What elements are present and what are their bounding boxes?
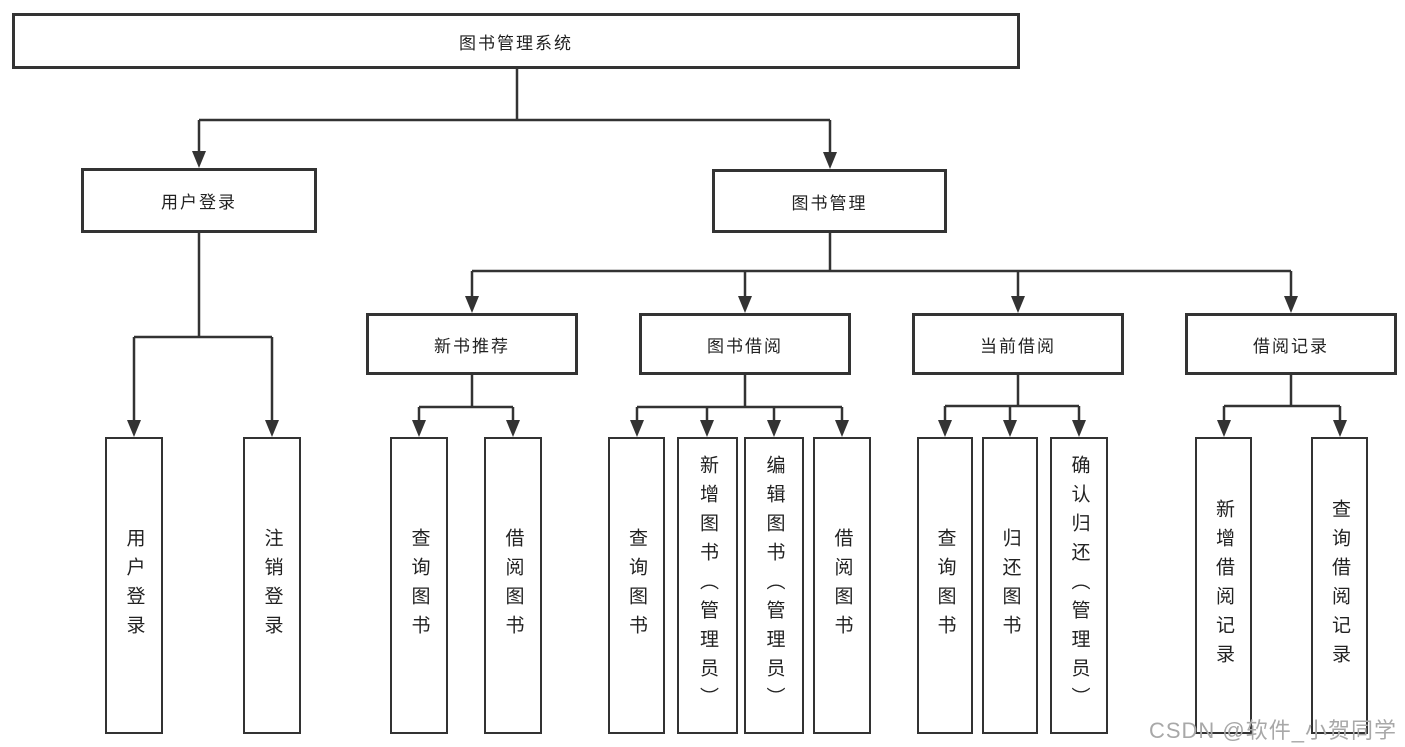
csdn-watermark: CSDN @软件_小贺同学 — [1148, 718, 1397, 743]
node-current-borrowing: 当前借阅 — [912, 313, 1124, 375]
leaf-borrow-books-module-label: 借阅图书 — [831, 527, 853, 644]
leaf-edit-book-admin: 编辑图书（管理员） — [744, 437, 804, 734]
leaf-return-book: 归还图书 — [982, 437, 1038, 734]
connector-book-management-branch — [470, 233, 1293, 297]
node-current-borrowing-label: 当前借阅 — [980, 336, 1056, 356]
leaf-borrow-books-module: 借阅图书 — [813, 437, 871, 734]
node-user-login-label: 用户登录 — [161, 193, 237, 212]
leaf-add-book-admin-label: 新增图书（管理员） — [697, 455, 718, 716]
node-library-system: 图书管理系统 — [12, 13, 1020, 69]
connector-root-to-level2 — [197, 69, 832, 153]
leaf-add-book-admin: 新增图书（管理员） — [677, 437, 738, 734]
leaf-query-books-current-label: 查询图书 — [934, 527, 956, 644]
leaf-logout-label: 注销登录 — [261, 527, 283, 644]
leaf-confirm-return-admin-label: 确认归还（管理员） — [1068, 455, 1090, 716]
leaf-query-books-borrow: 查询图书 — [608, 437, 665, 734]
leaf-return-book-label: 归还图书 — [999, 527, 1021, 644]
leaf-add-borrow-record: 新增借阅记录 — [1195, 437, 1252, 734]
leaf-borrow-books-recommend: 借阅图书 — [484, 437, 542, 734]
connector-current-borrow-branch — [943, 375, 1081, 421]
node-borrowing-records-label: 借阅记录 — [1253, 336, 1329, 356]
leaf-edit-book-admin-label: 编辑图书（管理员） — [763, 455, 785, 716]
node-new-book-recommend-label: 新书推荐 — [434, 336, 510, 356]
leaf-query-books-recommend: 查询图书 — [390, 437, 448, 734]
connector-book-borrow-branch — [635, 375, 844, 421]
leaf-user-login-label: 用户登录 — [123, 527, 145, 644]
node-book-borrowing-label: 图书借阅 — [707, 336, 783, 356]
leaf-borrow-books-recommend-label: 借阅图书 — [502, 527, 524, 644]
leaf-query-borrow-record: 查询借阅记录 — [1311, 437, 1368, 734]
leaf-query-books-recommend-label: 查询图书 — [408, 527, 430, 644]
connector-user-login-branch — [132, 233, 274, 421]
connector-borrow-records-branch — [1222, 375, 1342, 421]
leaf-query-borrow-record-label: 查询借阅记录 — [1329, 498, 1350, 673]
node-book-management: 图书管理 — [712, 169, 947, 233]
node-book-management-label: 图书管理 — [791, 193, 868, 213]
leaf-query-books-borrow-label: 查询图书 — [626, 527, 647, 644]
node-user-login: 用户登录 — [81, 168, 317, 233]
connector-new-book-branch — [417, 375, 515, 421]
leaf-add-borrow-record-label: 新增借阅记录 — [1213, 498, 1234, 673]
leaf-confirm-return-admin: 确认归还（管理员） — [1050, 437, 1108, 734]
leaf-logout: 注销登录 — [243, 437, 301, 734]
leaf-user-login: 用户登录 — [105, 437, 163, 734]
node-borrowing-records: 借阅记录 — [1185, 313, 1397, 375]
node-library-system-label: 图书管理系统 — [459, 33, 573, 53]
leaf-query-books-current: 查询图书 — [917, 437, 973, 734]
node-new-book-recommend: 新书推荐 — [366, 313, 578, 375]
node-book-borrowing: 图书借阅 — [639, 313, 851, 375]
